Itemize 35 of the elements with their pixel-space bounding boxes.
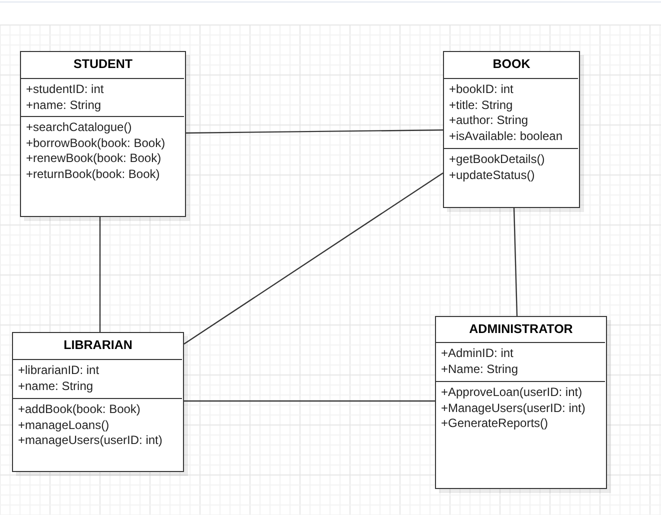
method-text: +ApproveLoan(userID: int) bbox=[441, 385, 584, 401]
method-text: +searchCatalogue() bbox=[26, 120, 133, 136]
class-name: STUDENT bbox=[72, 56, 134, 73]
method-text: +ManageUsers(userID: int) bbox=[441, 400, 586, 416]
class-box bbox=[12, 332, 184, 472]
method-text: +GenerateReports() bbox=[441, 416, 550, 432]
attribute-text: +isAvailable: boolean bbox=[449, 128, 564, 144]
class-box bbox=[20, 51, 186, 217]
attribute-text: +author: String bbox=[449, 113, 530, 129]
association-line bbox=[513, 208, 518, 316]
method-text: +manageLoans() bbox=[18, 418, 110, 434]
attribute-text: +name: String bbox=[18, 378, 94, 394]
attribute-text: +name: String bbox=[26, 98, 102, 114]
association-line bbox=[99, 217, 101, 332]
association-line bbox=[184, 172, 444, 344]
method-text: +borrowBook(book: Book) bbox=[26, 136, 166, 152]
attribute-text: +Name: String bbox=[441, 362, 520, 378]
method-text: +addBook(book: Book) bbox=[18, 402, 142, 418]
attribute-text: +bookID: int bbox=[449, 82, 514, 98]
method-text: +renewBook(book: Book) bbox=[26, 151, 162, 167]
association-line bbox=[184, 400, 435, 402]
class-box bbox=[435, 316, 607, 489]
method-text: +returnBook(book: Book) bbox=[26, 166, 161, 182]
class-name: BOOK bbox=[492, 56, 532, 73]
class-name: LIBRARIAN bbox=[62, 337, 134, 354]
association-line bbox=[186, 129, 443, 134]
class-name: ADMINISTRATOR bbox=[468, 321, 574, 338]
method-text: +manageUsers(userID: int) bbox=[18, 433, 164, 449]
attribute-text: +AdminID: int bbox=[441, 346, 514, 362]
method-text: +updateStatus() bbox=[449, 168, 536, 184]
attribute-text: +studentID: int bbox=[26, 82, 105, 98]
class-box bbox=[443, 51, 580, 208]
attribute-text: +title: String bbox=[449, 98, 514, 114]
method-text: +getBookDetails() bbox=[449, 152, 546, 168]
attribute-text: +librarianID: int bbox=[18, 363, 100, 379]
